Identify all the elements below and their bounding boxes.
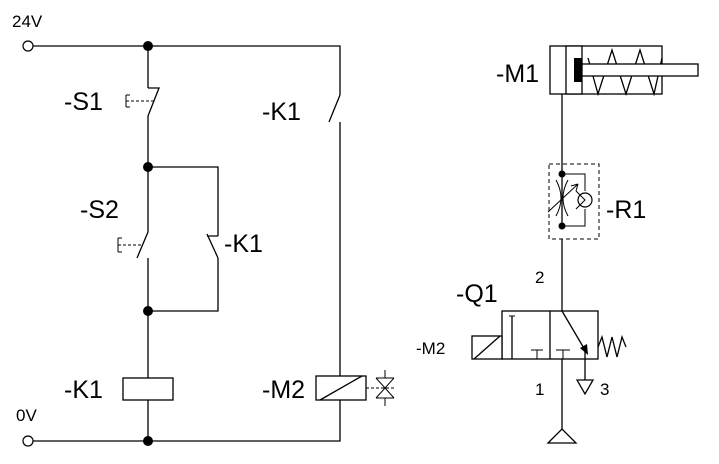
valve-q1: -Q1 -M2: [416, 280, 627, 360]
exhaust-icon: [575, 379, 595, 396]
electrical-circuit: 24V 0V -S1 -S2: [12, 12, 395, 447]
junction-node: [143, 436, 153, 446]
valve-solenoid-label: -M2: [416, 339, 445, 358]
k1-hold-label: -K1: [224, 230, 263, 258]
m2-coil-label: -M2: [262, 376, 305, 404]
junction-node: [143, 306, 153, 316]
negative-terminal: [22, 435, 34, 447]
pneumatic-circuit: -M1 -R1 2: [416, 45, 699, 444]
stop-button-s1: -S1: [64, 87, 160, 117]
relay-main-contact: -K1: [262, 94, 341, 376]
wire-hold-branch-bottom: [148, 258, 219, 312]
k1-main-label: -K1: [262, 98, 301, 126]
cylinder-m1: -M1: [496, 45, 699, 97]
wire-hold-branch-top: [148, 166, 219, 236]
supply-negative-label: 0V: [16, 406, 37, 425]
s1-label: -S1: [64, 88, 103, 116]
positive-rail: [33, 45, 341, 95]
flow-control-r1: -R1: [547, 163, 646, 240]
k1-coil-label: -K1: [64, 376, 103, 404]
negative-rail: [33, 400, 341, 442]
pressure-source-icon: [546, 428, 578, 444]
port-1-label: 1: [535, 380, 544, 399]
r1-label: -R1: [606, 196, 646, 224]
supply-positive-label: 24V: [12, 12, 43, 31]
port-2-label: 2: [535, 268, 544, 287]
m1-label: -M1: [496, 60, 539, 88]
start-button-s2: -S2: [80, 196, 149, 259]
solenoid-coil: -M2: [262, 370, 395, 406]
port-3-label: 3: [600, 380, 609, 399]
junction-node: [143, 41, 153, 51]
positive-terminal: [22, 40, 34, 52]
relay-coil: -K1: [64, 376, 174, 404]
relay-hold-contact: -K1: [206, 230, 263, 259]
q1-label: -Q1: [456, 280, 498, 308]
junction-node: [143, 162, 153, 172]
s2-label: -S2: [80, 196, 119, 224]
